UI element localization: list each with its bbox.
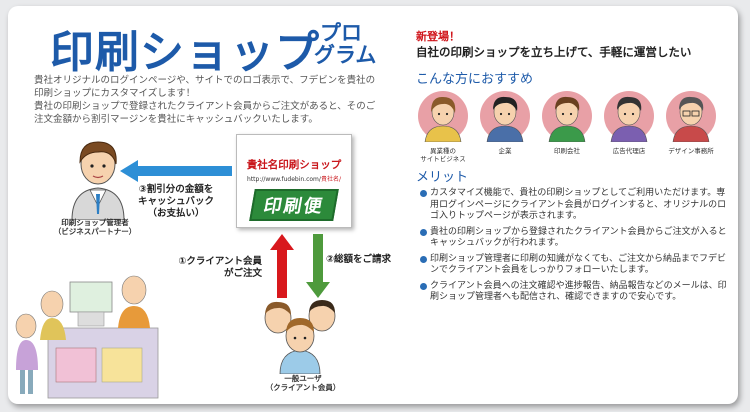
merit-item: 貴社の印刷ショップから登録されたクライアント会員からご注文が入るとキャッシュバッ…	[420, 227, 728, 250]
merit-text: クライアント会員への注文確認や進捗報告、納品報告などのメールは、印刷ショップ管理…	[430, 280, 727, 303]
merit-text: 印刷ショップ管理者に印刷の知識がなくても、ご注文から納品までフデビンでクライアン…	[430, 253, 727, 276]
bullet-icon	[420, 255, 427, 263]
bullet-icon	[420, 282, 427, 290]
audience-caption: 広告代理店	[612, 147, 646, 155]
billing-label: ②総額をご請求	[326, 254, 392, 265]
title-suffix-line2: グラム	[314, 43, 377, 67]
audience-item: 印刷会社	[538, 90, 596, 155]
merit-item: カスタマイズ機能で、貴社の印刷ショップとしてご利用いただけます。専用ログインペー…	[420, 188, 728, 223]
site-business-person-icon	[418, 91, 468, 143]
intro-text: 貴社オリジナルのログインページや、サイトでのロゴ表示で、フデビンを貴社の印刷ショ…	[34, 74, 384, 126]
manager-figure-icon	[71, 141, 125, 220]
office-illustration-icon	[15, 275, 159, 399]
merit-heading: メリット	[416, 170, 469, 185]
merit-text: カスタマイズ機能で、貴社の印刷ショップとしてご利用いただけます。専用ログインペー…	[430, 188, 727, 221]
company-person-icon	[480, 91, 530, 143]
shop-logo: 印刷便	[249, 189, 339, 221]
design-office-person-icon	[666, 91, 716, 143]
merit-list: カスタマイズ機能で、貴社の印刷ショップとしてご利用いただけます。専用ログインペー…	[420, 188, 728, 308]
audience-item: 異業種の サイトビジネス	[414, 90, 472, 163]
ad-agency-person-icon	[604, 91, 654, 143]
cashback-arrow-icon	[120, 160, 232, 182]
print-company-person-icon	[542, 91, 592, 143]
title-suffix-line1: プロ	[320, 21, 362, 45]
intro-line2: 貴社の印刷ショップで登録されたクライアント会員からご注文があると、そのご注文金額…	[34, 101, 376, 125]
shop-url-prefix: http://www.fudebin.com/	[247, 176, 321, 183]
manager-caption-line2: （ビジネスパートナー）	[53, 227, 137, 236]
intro-line1: 貴社オリジナルのログインページや、サイトでのロゴ表示で、フデビンを貴社の印刷ショ…	[34, 75, 376, 99]
billing-arrow-icon	[306, 234, 330, 298]
merit-item: クライアント会員への注文確認や進捗報告、納品報告などのメールは、印刷ショップ管理…	[420, 281, 728, 304]
bullet-icon	[420, 190, 427, 197]
audience-caption: 印刷会社	[554, 147, 580, 155]
manager-caption: 印刷ショップ管理者 （ビジネスパートナー）	[50, 218, 140, 236]
shop-url-suffix: 貴社名/	[320, 176, 341, 183]
client-caption: 一般ユーザ （クライアント会員）	[258, 374, 348, 392]
order-arrow-icon	[270, 234, 294, 298]
page-title-suffix: プロ グラム	[314, 22, 388, 66]
shop-card: 貴社名印刷ショップ http://www.fudebin.com/貴社名/ 印刷…	[236, 134, 352, 228]
info-card: 印刷ショップ プロ グラム 貴社オリジナルのログインページや、サイトでのロゴ表示…	[8, 6, 738, 404]
bullet-icon	[420, 228, 427, 236]
client-caption-line1: 一般ユーザ	[284, 374, 322, 383]
audience-caption: 企業	[498, 147, 512, 155]
page-title: 印刷ショップ	[50, 27, 320, 78]
audience-caption: 異業種の サイトビジネス	[420, 147, 466, 163]
shop-name: 貴社名印刷ショップ	[246, 159, 342, 171]
cashback-label: ③割引分の金額を キャッシュバック （お支払い）	[137, 184, 214, 219]
new-description: 自社の印刷ショップを立ち上げて、手軽に運営したい	[416, 45, 692, 59]
merit-item: 印刷ショップ管理者に印刷の知識がなくても、ご注文から納品までフデビンでクライアン…	[420, 254, 728, 277]
client-users-icon	[264, 300, 336, 374]
audience-item: デザイン事務所	[662, 90, 720, 155]
audience-caption: デザイン事務所	[668, 147, 714, 155]
recommend-heading: こんな方におすすめ	[416, 72, 534, 87]
audience-item: 企業	[476, 90, 534, 155]
client-caption-line2: （クライアント会員）	[265, 383, 341, 392]
order-label: ①クライアント会員 がご注文	[178, 256, 262, 279]
target-audience-row: 異業種の サイトビジネス 企業 印刷会社	[412, 90, 734, 166]
audience-item: 広告代理店	[600, 90, 658, 155]
merit-text: 貴社の印刷ショップから登録されたクライアント会員からご注文が入るとキャッシュバッ…	[430, 226, 727, 249]
shop-url: http://www.fudebin.com/貴社名/	[237, 174, 351, 183]
new-badge: 新登場！	[416, 30, 460, 43]
manager-caption-line1: 印刷ショップ管理者	[61, 218, 129, 227]
